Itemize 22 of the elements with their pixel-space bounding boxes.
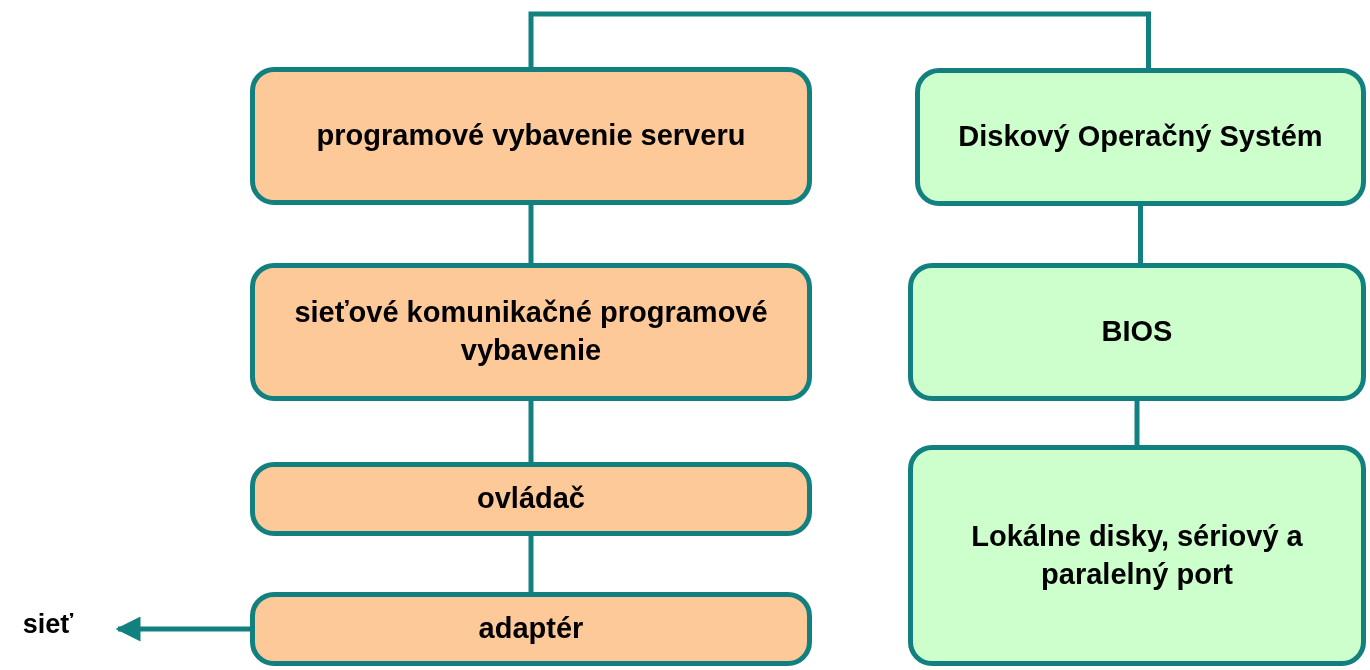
box-label: Lokálne disky, sériový a paralelný port (970, 518, 1304, 592)
box-label: programové vybavenie serveru (315, 118, 747, 154)
process-box (250, 462, 812, 536)
connector-line (528, 401, 534, 462)
connector-line (1134, 401, 1140, 445)
box-label: BIOS (1100, 314, 1174, 350)
arrow (115, 616, 250, 642)
connector-line (528, 205, 534, 263)
edge-target-label: sieť (21, 608, 75, 642)
process-box (908, 445, 1366, 666)
process-box (250, 263, 812, 401)
process-box (250, 592, 812, 666)
connector-line (528, 11, 1151, 68)
connector-line (1138, 206, 1143, 263)
box-label: adaptér (477, 611, 585, 647)
process-box (908, 263, 1366, 401)
box-label: sieťové komunikačné programové vybavenie (293, 295, 769, 368)
process-box (250, 67, 812, 205)
box-label: Diskový Operačný Systém (957, 119, 1324, 155)
box-label: ovládač (476, 481, 586, 517)
connector-line (528, 536, 534, 592)
process-box (915, 68, 1366, 206)
